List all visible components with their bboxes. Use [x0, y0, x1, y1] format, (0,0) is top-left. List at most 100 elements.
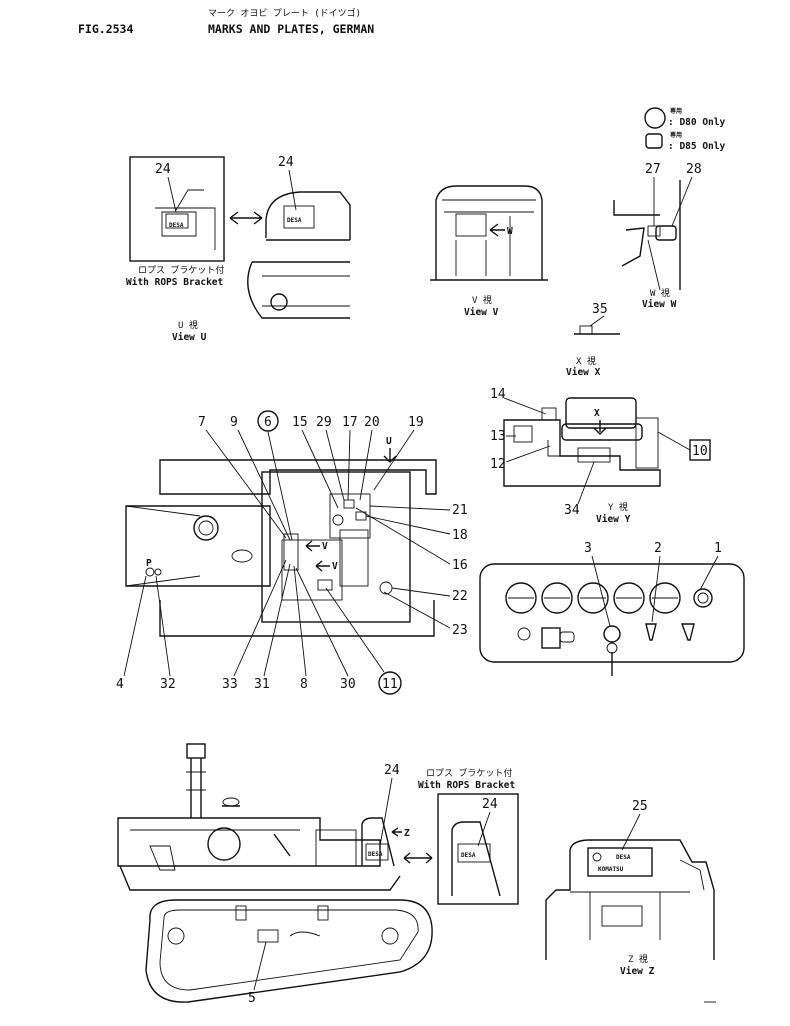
fan-icon: [207, 827, 241, 861]
callout-35: 35: [592, 302, 608, 317]
u-arrow-icon: [383, 448, 397, 463]
circle-legend-text: : D80 Only: [668, 117, 725, 128]
view-z-label: View Z: [620, 966, 655, 977]
rops-jp-caption-2: ロプス ブラケット付: [426, 767, 512, 779]
inset-desa-plate-text: DESA: [461, 852, 476, 859]
legend: 専用 : D80 Only 専用 : D85 Only: [644, 107, 725, 152]
y-plate-13-icon: [513, 425, 533, 443]
view-u: DESA 24 ロプス ブラケット付 With ROPS Bracket DES…: [126, 155, 351, 343]
pedal-outline: [621, 227, 645, 267]
callout-27: 27: [645, 162, 661, 177]
exhaust-cap: [186, 743, 206, 759]
z-desa-text: DESA: [616, 854, 631, 861]
view-y: X 14 13 12 34 10 Y 視 View Y: [490, 387, 711, 525]
callout-28: 28: [686, 162, 702, 177]
center-body: [261, 471, 411, 623]
callout-15: 15: [292, 415, 308, 430]
plate-cluster-icon: [283, 533, 299, 571]
view-u-label: View U: [172, 332, 207, 343]
y-console-outline: [503, 419, 661, 487]
gauge-2-icon: [541, 582, 573, 614]
double-arrow-icon-2: [403, 852, 433, 864]
callout-24c: 24: [384, 763, 400, 778]
callout-32: 32: [160, 677, 176, 692]
callout-18: 18: [452, 528, 468, 543]
title-english: MARKS AND PLATES, GERMAN: [208, 22, 374, 36]
v-cabinet-outline: [435, 185, 543, 280]
plate-11-icon: [317, 579, 333, 591]
title-japanese: マーク オヨビ プレート (ドイツゴ): [208, 7, 361, 19]
arrow-x-label: X: [594, 408, 600, 419]
exhaust-stack: [190, 758, 202, 818]
w-arrow-icon: [489, 223, 505, 237]
callout-25: 25: [632, 799, 648, 814]
view-v-jp: V 視: [472, 294, 492, 306]
rops-jp-caption: ロプス ブラケット付: [138, 264, 224, 276]
inset-desa-plate-icon: [457, 843, 491, 863]
circle-symbol-icon: [644, 107, 666, 129]
w-plate-27-icon: [647, 225, 661, 237]
callout-14: 14: [490, 387, 506, 402]
side-desa-plate-text: DESA: [368, 851, 383, 858]
callout-4: 4: [116, 677, 124, 692]
hood-outline: [117, 817, 381, 867]
callout-24: 24: [155, 162, 171, 177]
callout-30: 30: [340, 677, 356, 692]
square-legend-text: : D85 Only: [668, 141, 725, 152]
y-side-panel: [635, 417, 659, 469]
gauge-3-icon: [577, 582, 609, 614]
view-v: W V 視 View V: [430, 185, 548, 318]
callout-5: 5: [248, 991, 256, 1006]
callout-8: 8: [300, 677, 308, 692]
plate-5-icon: [257, 929, 279, 943]
lower-track: [159, 600, 435, 637]
upper-track: [159, 459, 437, 495]
view-x-jp: X 視: [576, 355, 596, 367]
x-plate-icon: [579, 325, 593, 335]
square-jp-note: 専用: [670, 131, 682, 139]
arrow-v-label: V: [322, 541, 328, 552]
rops-inset-frame: [129, 156, 225, 262]
track-outline: [247, 261, 350, 319]
view-z: DESA KOMATSU 25 Z 視 View Z: [545, 799, 715, 977]
desa-plate-text: DESA: [169, 222, 184, 229]
arrow-w-label: W: [507, 226, 513, 237]
view-w-jp: W 視: [650, 287, 670, 299]
komatsu-plate-icon: [587, 847, 653, 877]
callout-19: 19: [408, 415, 424, 430]
view-z-jp: Z 視: [628, 953, 648, 965]
gauge-1-icon: [505, 582, 537, 614]
lever-1-icon: [680, 623, 695, 641]
rops-caption: With ROPS Bracket: [126, 277, 223, 288]
view-y-label: View Y: [596, 514, 631, 525]
small-knob-icon: [517, 627, 531, 641]
x-arrow-icon: [593, 420, 607, 435]
komatsu-plate-text: KOMATSU: [598, 866, 624, 873]
gauge-4-icon: [613, 582, 645, 614]
u-desa-plate-icon: [283, 205, 315, 229]
front-frame: [125, 505, 271, 587]
view-x: 35 X 視 View X: [566, 302, 620, 378]
pivot-icon: [193, 515, 219, 541]
square-symbol-icon: [645, 133, 663, 149]
y-lever-base-icon: [577, 447, 611, 463]
p-marker: P: [146, 558, 152, 569]
callout-23: 23: [452, 623, 468, 638]
plan-view: V V U P 7 9 6 15 29 17 20 19 21 18 16 22: [116, 410, 468, 695]
cab-outline: [265, 191, 351, 240]
callout-21: 21: [452, 503, 468, 518]
roller-icon: [270, 293, 288, 311]
gauge-5-icon: [649, 582, 681, 614]
w-plate-28-icon: [655, 225, 677, 241]
track-side: [145, 899, 433, 1003]
callout-10: 10: [692, 444, 708, 459]
view-v-label: View V: [464, 307, 499, 318]
seat-back-icon: [565, 397, 637, 429]
view-y-jp: Y 視: [608, 501, 628, 513]
switch-body-icon: [541, 627, 561, 649]
callout-11: 11: [382, 677, 398, 692]
callout-11-circle: [378, 671, 402, 695]
figure-number: FIG.2534: [78, 22, 133, 36]
y-plate-14-icon: [541, 407, 557, 421]
callout-2: 2: [654, 541, 662, 556]
